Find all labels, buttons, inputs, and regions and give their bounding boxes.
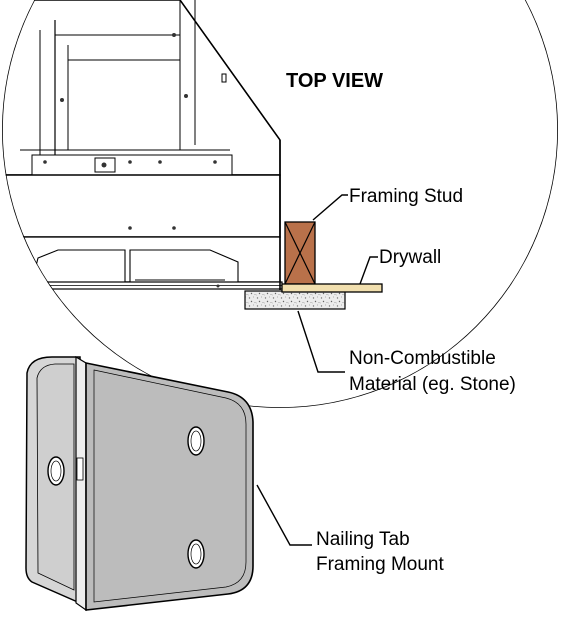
label-framing-stud: Framing Stud (349, 186, 463, 207)
leader-non-combustible (297, 310, 345, 373)
firebox-top-view (2, 0, 558, 408)
mount-hole-left (47, 456, 65, 486)
non-combustible-stone (244, 290, 346, 310)
mount-hole-lower (187, 539, 205, 569)
wall-materials (244, 221, 383, 310)
leader-nailing-tab (256, 484, 312, 546)
view-title: TOP VIEW (286, 70, 383, 92)
drywall-panel (281, 283, 383, 293)
label-nailing-tab-line1: Nailing Tab (316, 529, 410, 550)
leader-drywall (359, 256, 378, 285)
label-non-combustible-line1: Non-Combustible (349, 348, 496, 369)
label-drywall: Drywall (379, 247, 441, 268)
label-non-combustible-line2: Material (eg. Stone) (349, 374, 516, 395)
mount-hole-upper (187, 426, 205, 456)
nailing-tab-bracket (25, 355, 254, 612)
leader-lines (256, 194, 378, 546)
framing-stud (284, 221, 316, 285)
label-nailing-tab-line2: Framing Mount (316, 554, 444, 575)
leader-framing-stud (312, 194, 348, 221)
